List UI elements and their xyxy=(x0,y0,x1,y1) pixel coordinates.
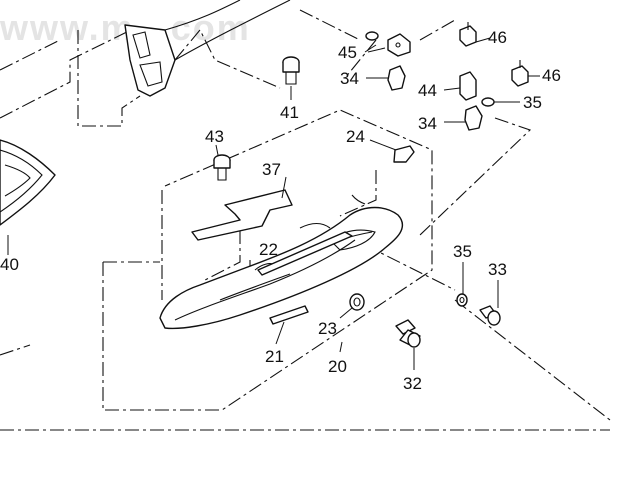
part-23-grommet xyxy=(349,293,365,311)
callout-labels: 46 45 34 41 44 46 35 34 43 24 37 22 40 3… xyxy=(0,28,561,393)
part-32-bolt xyxy=(395,319,421,348)
label-33: 33 xyxy=(488,260,507,279)
label-21: 21 xyxy=(265,347,284,366)
part-24-clip xyxy=(393,145,415,163)
watermark-text: www.m...com xyxy=(0,7,251,48)
part-22-strip xyxy=(257,231,353,276)
label-41: 41 xyxy=(280,103,299,122)
label-20: 20 xyxy=(328,357,347,376)
label-45: 45 xyxy=(338,43,357,62)
part-41-bolt xyxy=(282,56,300,85)
label-37: 37 xyxy=(262,160,281,179)
label-40: 40 xyxy=(0,255,19,274)
label-22: 22 xyxy=(259,240,278,259)
label-46-right: 46 xyxy=(542,66,561,85)
label-43: 43 xyxy=(205,127,224,146)
part-33-screw xyxy=(479,305,501,326)
part-21-strip xyxy=(269,305,309,325)
leader-lines xyxy=(7,37,540,370)
upper-bracket xyxy=(124,0,291,97)
label-44: 44 xyxy=(418,81,437,100)
label-34-top: 34 xyxy=(340,69,359,88)
label-35-top: 35 xyxy=(523,93,542,112)
label-34-mid: 34 xyxy=(418,114,437,133)
hardware-top-right xyxy=(365,22,529,131)
part-43-bolt xyxy=(213,154,231,181)
label-23: 23 xyxy=(318,319,337,338)
label-32: 32 xyxy=(403,374,422,393)
assembly-outlines xyxy=(0,9,611,431)
label-35-right: 35 xyxy=(453,242,472,261)
part-40-side-panel xyxy=(0,139,56,226)
part-35-washer xyxy=(456,293,468,307)
label-46-top: 46 xyxy=(488,28,507,47)
part-37-pad xyxy=(191,189,293,241)
label-24: 24 xyxy=(346,127,365,146)
